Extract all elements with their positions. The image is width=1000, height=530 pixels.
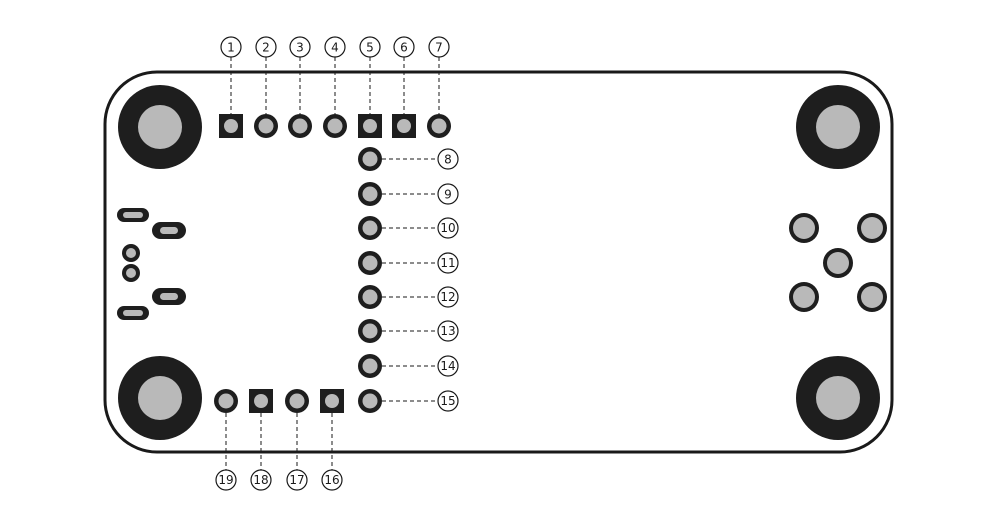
- mounting-hole-bottom-left: [118, 356, 202, 440]
- pin-12-label: 12: [437, 286, 459, 308]
- pin-11-label: 11: [437, 252, 459, 274]
- svg-text:7: 7: [435, 41, 443, 55]
- pin-10-label: 10: [437, 217, 459, 239]
- pin-10-pad: [358, 216, 382, 240]
- pin-14-pad: [358, 354, 382, 378]
- svg-text:4: 4: [331, 41, 339, 55]
- pin-4-pad: [323, 114, 347, 138]
- pin-14-label: 14: [437, 355, 459, 377]
- svg-text:2: 2: [262, 41, 270, 55]
- pin-12-pad: [358, 285, 382, 309]
- pin-9-pad: [358, 182, 382, 206]
- pin-13-pad: [358, 319, 382, 343]
- pin-6-label: 6: [393, 36, 415, 58]
- pin-15-pad: [358, 389, 382, 413]
- pin-16-label: 16: [321, 469, 343, 491]
- pin-17-label: 17: [286, 469, 308, 491]
- board-outline: [103, 70, 894, 454]
- svg-text:1: 1: [227, 41, 235, 55]
- svg-text:10: 10: [440, 221, 455, 235]
- svg-text:18: 18: [253, 473, 268, 487]
- pin-18-label: 18: [250, 469, 272, 491]
- pin-15-label: 15: [437, 390, 459, 412]
- pin-4-label: 4: [324, 36, 346, 58]
- svg-text:17: 17: [289, 473, 304, 487]
- svg-text:3: 3: [296, 41, 304, 55]
- pin-13-label: 13: [437, 320, 459, 342]
- pin-1-pad: [219, 114, 243, 138]
- right-leader-lines: [382, 158, 438, 402]
- svg-text:11: 11: [440, 256, 455, 270]
- pin-1-label: 1: [220, 36, 242, 58]
- svg-text:5: 5: [366, 41, 374, 55]
- mounting-hole-top-right: [796, 85, 880, 169]
- pin-5-pad: [358, 114, 382, 138]
- pin-19-pad: [214, 389, 238, 413]
- pin-2-label: 2: [255, 36, 277, 58]
- usb-connector-pads: [117, 208, 186, 320]
- svg-text:19: 19: [218, 473, 233, 487]
- pin-8-pad: [358, 147, 382, 171]
- svg-text:15: 15: [440, 394, 455, 408]
- pin-6-pad: [392, 114, 416, 138]
- pin-11-pad: [358, 251, 382, 275]
- mounting-hole-bottom-right: [796, 356, 880, 440]
- svg-text:13: 13: [440, 324, 455, 338]
- svg-text:8: 8: [444, 153, 452, 167]
- pin-3-label: 3: [289, 36, 311, 58]
- pin-8-label: 8: [437, 148, 459, 170]
- pin-9-label: 9: [437, 183, 459, 205]
- svg-text:9: 9: [444, 188, 452, 202]
- pin-7-pad: [427, 114, 451, 138]
- svg-text:12: 12: [440, 290, 455, 304]
- right-pad-cluster: [789, 213, 887, 312]
- pin-7-label: 7: [428, 36, 450, 58]
- svg-text:16: 16: [324, 473, 339, 487]
- bottom-leader-lines: [225, 413, 333, 470]
- pin-2-pad: [254, 114, 278, 138]
- svg-text:6: 6: [400, 41, 408, 55]
- pin-18-pad: [249, 389, 273, 413]
- pin-3-pad: [288, 114, 312, 138]
- pin-17-pad: [285, 389, 309, 413]
- top-leader-lines: [230, 57, 440, 114]
- svg-text:14: 14: [440, 359, 455, 373]
- mounting-hole-top-left: [118, 85, 202, 169]
- pin-5-label: 5: [359, 36, 381, 58]
- pin-16-pad: [320, 389, 344, 413]
- pin-19-label: 19: [215, 469, 237, 491]
